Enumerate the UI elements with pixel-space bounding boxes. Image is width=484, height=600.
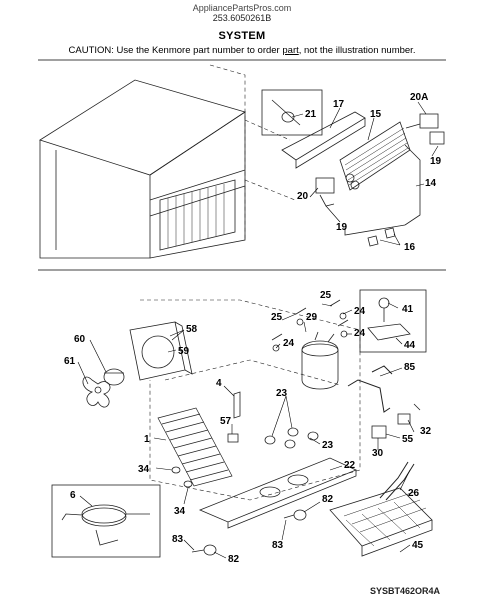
part-23-grommets — [264, 427, 319, 449]
callout-29: 29 — [306, 312, 318, 323]
callout-85: 85 — [404, 362, 416, 373]
base-dashed-outline — [140, 299, 361, 501]
callout-26: 26 — [408, 488, 420, 499]
callout-24-left: 24 — [283, 338, 295, 349]
part-15-evaporator — [339, 121, 421, 236]
part-21-inset — [261, 89, 323, 136]
callout-24-right-upper: 24 — [354, 306, 366, 317]
model-number: 253.6050261B — [212, 13, 272, 23]
callout-44: 44 — [404, 340, 416, 351]
part-26-drain-tube — [379, 461, 415, 501]
part-20A-19-clips — [405, 113, 445, 145]
callout-24-right-lower: 24 — [354, 328, 366, 339]
callout-32: 32 — [420, 426, 432, 437]
callout-34-left: 34 — [138, 464, 150, 475]
part-45-drain-pan — [329, 487, 433, 557]
callout-25-left: 25 — [271, 312, 283, 323]
cabinet-drawing — [39, 64, 296, 259]
callout-23-lower: 23 — [322, 440, 334, 451]
callout-82-lower: 82 — [228, 554, 240, 565]
part-17-cover — [281, 111, 366, 169]
callout-6: 6 — [70, 490, 76, 501]
caution-note: CAUTION: Use the Kenmore part number to … — [0, 45, 484, 56]
callout-22: 22 — [344, 460, 356, 471]
part-61-fan-blade — [82, 376, 111, 408]
callout-1: 1 — [144, 434, 150, 445]
callout-20A: 20A — [410, 92, 428, 103]
part-6-power-cord-inset — [51, 484, 161, 558]
callout-15: 15 — [370, 109, 382, 120]
part-22-base-plate — [198, 457, 358, 529]
diagram-code: SYSBT462OR4A — [370, 586, 441, 596]
callout-30: 30 — [372, 448, 384, 459]
callout-60: 60 — [74, 334, 86, 345]
callout-55: 55 — [402, 434, 414, 445]
section-title: SYSTEM — [218, 30, 266, 42]
callout-14: 14 — [425, 178, 437, 189]
part-41-44-inset — [359, 289, 427, 353]
callout-41: 41 — [402, 304, 414, 315]
part-1-condenser — [157, 407, 233, 487]
caution-text: CAUTION: Use the Kenmore part number to … — [68, 45, 283, 56]
callout-25-upper: 25 — [320, 290, 332, 301]
callout-34-lower: 34 — [174, 506, 186, 517]
part-30-55-32-relay — [371, 403, 421, 439]
callout-82-upper: 82 — [322, 494, 334, 505]
part-59-fan-bracket — [129, 321, 193, 381]
callout-labels: 21 17 15 20A 19 14 20 19 16 25 25 29 24 … — [64, 92, 442, 565]
part-20-19-clips — [315, 177, 335, 207]
part-24-25-bolts — [271, 299, 349, 352]
callout-19-upper: 19 — [430, 156, 442, 167]
callout-16: 16 — [404, 242, 416, 253]
callout-4: 4 — [216, 378, 222, 389]
callout-57: 57 — [220, 416, 232, 427]
part-29-compressor — [301, 331, 339, 390]
callout-20: 20 — [297, 191, 309, 202]
part-85-tube — [347, 365, 393, 413]
callout-17: 17 — [333, 99, 345, 110]
callout-23-upper: 23 — [276, 388, 288, 399]
part-4-bracket — [233, 391, 241, 419]
callout-58: 58 — [186, 324, 198, 335]
part-57-clip — [227, 433, 239, 443]
callout-61: 61 — [64, 356, 76, 367]
site-watermark: AppliancePartsPros.com — [192, 3, 292, 13]
callout-83-left: 83 — [172, 534, 184, 545]
callout-83-right: 83 — [272, 540, 284, 551]
callout-19-lower: 19 — [336, 222, 348, 233]
callout-59: 59 — [178, 346, 190, 357]
callout-leaders — [77, 101, 439, 559]
part-82-83-fittings — [191, 509, 307, 556]
caution-text-end: , not the illustration number. — [298, 45, 416, 56]
callout-21: 21 — [305, 109, 317, 120]
caution-part-link[interactable]: part — [282, 45, 299, 56]
callout-45: 45 — [412, 540, 424, 551]
part-60-fan-motor — [103, 368, 125, 386]
